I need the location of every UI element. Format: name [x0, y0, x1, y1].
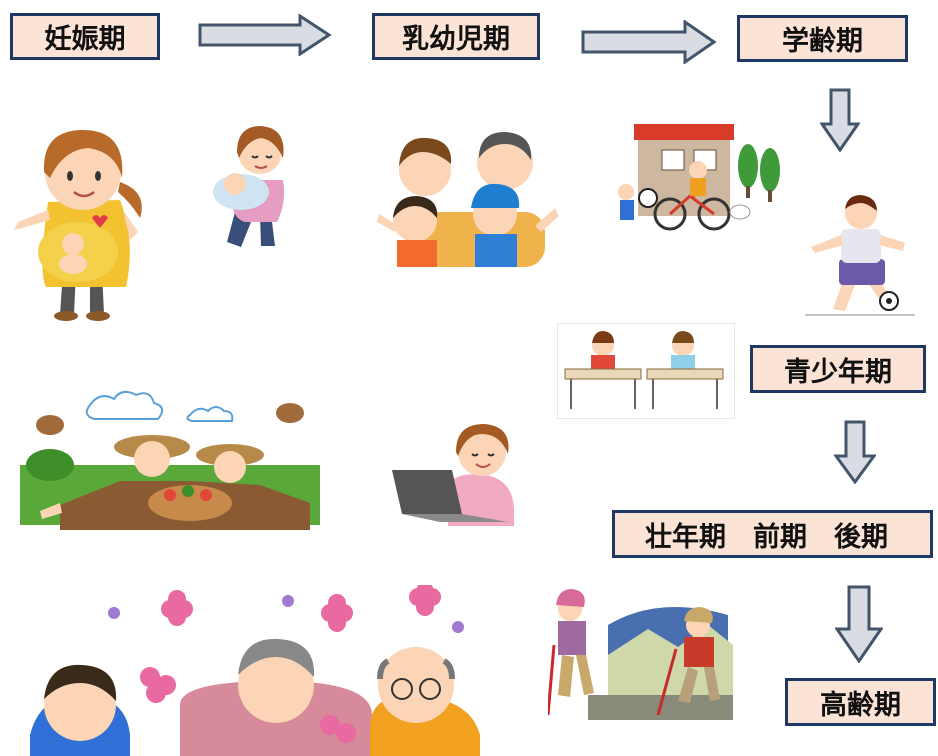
down-arrow-2 — [834, 420, 876, 484]
right-arrow-2 — [581, 20, 717, 64]
boy-with-soccer-ball-illustration — [805, 195, 915, 316]
farming-couple-illustration — [20, 390, 320, 530]
family-group-illustration — [377, 132, 559, 267]
elderly-couple-with-flowers-illustration — [30, 585, 480, 756]
down-arrow-3 — [835, 585, 883, 663]
woman-with-laptop-illustration — [392, 424, 514, 526]
down-arrow-1 — [820, 88, 860, 152]
children-playing-by-house-illustration — [618, 124, 780, 231]
stage-label-ninshinki: 妊娠期 — [10, 13, 160, 60]
hikers-in-mountains-illustration — [548, 589, 733, 720]
right-arrow-1 — [198, 14, 332, 56]
students-at-desks-illustration — [557, 323, 735, 419]
mother-holding-baby-illustration — [213, 126, 285, 247]
pregnant-mother-illustration — [14, 130, 142, 321]
stage-label-gakurei: 学齢期 — [737, 15, 908, 62]
stage-label-seishonen: 青少年期 — [750, 345, 926, 393]
stage-label-sonen: 壮年期 前期 後期 — [612, 510, 933, 558]
stage-label-nyuyouji: 乳幼児期 — [372, 13, 540, 60]
stage-label-korei: 高齢期 — [785, 678, 936, 726]
